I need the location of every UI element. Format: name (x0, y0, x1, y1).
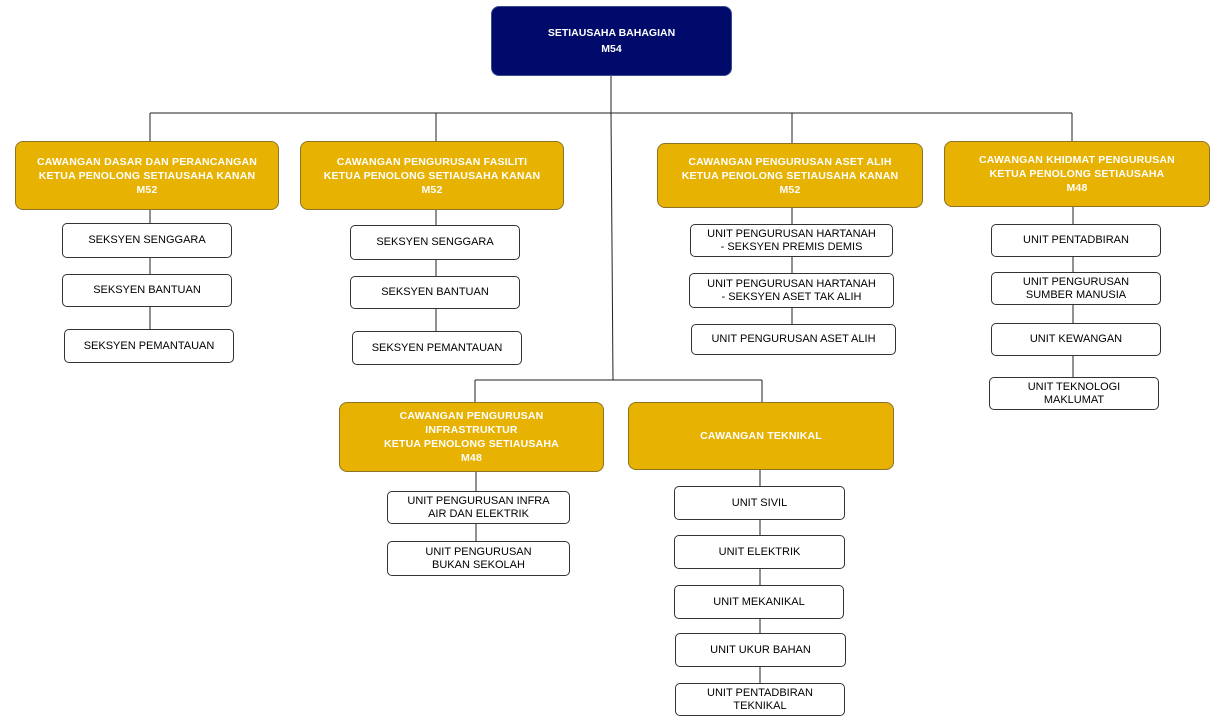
unit-box: SEKSYEN SENGGARA (350, 225, 520, 260)
branch-title: CAWANGAN TEKNIKAL (700, 430, 822, 442)
top-grade: M54 (601, 43, 622, 55)
branch-title: CAWANGAN DASAR DAN PERANCANGAN (36, 155, 258, 168)
unit-box: UNIT PENGURUSAN HARTANAH - SEKSYEN PREMI… (690, 224, 893, 257)
unit-label: UNIT PENGURUSAN HARTANAH (707, 227, 876, 240)
branch-pengurusan-infrastruktur: CAWANGAN PENGURUSAN INFRASTRUKTUR KETUA … (339, 402, 604, 472)
branch-role: KETUA PENOLONG SETIAUSAHA KANAN (681, 169, 899, 182)
unit-label: UNIT PENTADBIRAN (1023, 234, 1129, 246)
unit-label: SEKSYEN SENGGARA (376, 236, 494, 248)
unit-label-cont: MAKLUMAT (1043, 393, 1105, 406)
branch-title: CAWANGAN PENGURUSAN (399, 410, 544, 422)
unit-label: UNIT KEWANGAN (1029, 333, 1123, 345)
unit-label: UNIT PENGURUSAN (1022, 275, 1130, 288)
unit-box: UNIT PENGURUSAN ASET ALIH (691, 324, 896, 355)
unit-label: SEKSYEN PEMANTAUAN (371, 341, 503, 354)
unit-label-cont: SUMBER MANUSIA (1025, 288, 1127, 301)
unit-box: UNIT PENGURUSAN SUMBER MANUSIA (991, 272, 1161, 305)
unit-label-cont: AIR DAN ELEKTRIK (428, 507, 529, 520)
branch-title: CAWANGAN KHIDMAT PENGURUSAN (979, 154, 1175, 166)
unit-label-cont: BUKAN SEKOLAH (432, 558, 525, 571)
branch-role: KETUA PENOLONG SETIAUSAHA KANAN (38, 169, 256, 182)
unit-box: UNIT TEKNOLOGI MAKLUMAT (989, 377, 1159, 410)
unit-label-cont: - SEKSYEN PREMIS DEMIS (720, 240, 863, 253)
branch-dasar-perancangan: CAWANGAN DASAR DAN PERANCANGAN KETUA PEN… (15, 141, 279, 210)
unit-box: UNIT ELEKTRIK (674, 535, 845, 569)
top-box-setiausaha: SETIAUSAHA BAHAGIAN M54 (491, 6, 732, 76)
unit-label: UNIT ELEKTRIK (718, 545, 801, 558)
unit-label-cont: - SEKSYEN ASET TAK ALIH (721, 290, 862, 303)
unit-box: UNIT UKUR BAHAN (675, 633, 846, 667)
top-title: SETIAUSAHA BAHAGIAN (547, 27, 676, 39)
unit-label-cont: TEKNIKAL (733, 699, 787, 712)
unit-label: UNIT PENTADBIRAN (707, 686, 813, 699)
branch-teknikal: CAWANGAN TEKNIKAL (628, 402, 894, 470)
unit-box: UNIT PENGURUSAN BUKAN SEKOLAH (387, 541, 570, 576)
unit-label: UNIT MEKANIKAL (713, 595, 805, 608)
unit-label: UNIT PENGURUSAN HARTANAH (707, 277, 876, 290)
unit-box: UNIT MEKANIKAL (674, 585, 844, 619)
unit-label: UNIT PENGURUSAN (425, 545, 532, 558)
unit-label: UNIT PENGURUSAN ASET ALIH (711, 333, 876, 345)
unit-box: UNIT PENTADBIRAN (991, 224, 1161, 257)
unit-label: UNIT PENGURUSAN INFRA (407, 494, 550, 507)
branch-role: KETUA PENOLONG SETIAUSAHA (989, 168, 1165, 180)
unit-box: UNIT PENGURUSAN INFRA AIR DAN ELEKTRIK (387, 491, 570, 524)
branch-grade: M52 (136, 183, 158, 196)
unit-box: SEKSYEN BANTUAN (62, 274, 232, 307)
branch-role: KETUA PENOLONG SETIAUSAHA (384, 438, 559, 450)
branch-title-cont: INFRASTRUKTUR (425, 424, 518, 436)
branch-role: KETUA PENOLONG SETIAUSAHA KANAN (323, 169, 541, 182)
unit-label: UNIT SIVIL (731, 496, 788, 509)
unit-label: SEKSYEN SENGGARA (88, 234, 206, 246)
unit-label: UNIT TEKNOLOGI (1027, 380, 1121, 393)
unit-label: SEKSYEN BANTUAN (381, 286, 489, 298)
unit-label: UNIT UKUR BAHAN (710, 643, 811, 656)
branch-title: CAWANGAN PENGURUSAN FASILITI (336, 155, 528, 168)
unit-box: UNIT PENGURUSAN HARTANAH - SEKSYEN ASET … (689, 273, 894, 308)
unit-box: UNIT KEWANGAN (991, 323, 1161, 356)
branch-pengurusan-fasiliti: CAWANGAN PENGURUSAN FASILITI KETUA PENOL… (300, 141, 564, 210)
unit-box: SEKSYEN BANTUAN (350, 276, 520, 309)
branch-grade: M48 (460, 452, 483, 464)
unit-box: UNIT SIVIL (674, 486, 845, 520)
unit-box: SEKSYEN PEMANTAUAN (64, 329, 234, 363)
branch-grade: M52 (421, 183, 443, 196)
unit-label: SEKSYEN PEMANTAUAN (83, 339, 215, 352)
unit-box: SEKSYEN SENGGARA (62, 223, 232, 258)
unit-box: SEKSYEN PEMANTAUAN (352, 331, 522, 365)
branch-pengurusan-aset-alih: CAWANGAN PENGURUSAN ASET ALIH KETUA PENO… (657, 143, 923, 208)
branch-khidmat-pengurusan: CAWANGAN KHIDMAT PENGURUSAN KETUA PENOLO… (944, 141, 1210, 207)
unit-label: SEKSYEN BANTUAN (93, 284, 201, 296)
branch-grade: M48 (1066, 182, 1088, 194)
unit-box: UNIT PENTADBIRAN TEKNIKAL (675, 683, 845, 716)
branch-grade: M52 (779, 183, 801, 196)
branch-title: CAWANGAN PENGURUSAN ASET ALIH (688, 155, 892, 168)
